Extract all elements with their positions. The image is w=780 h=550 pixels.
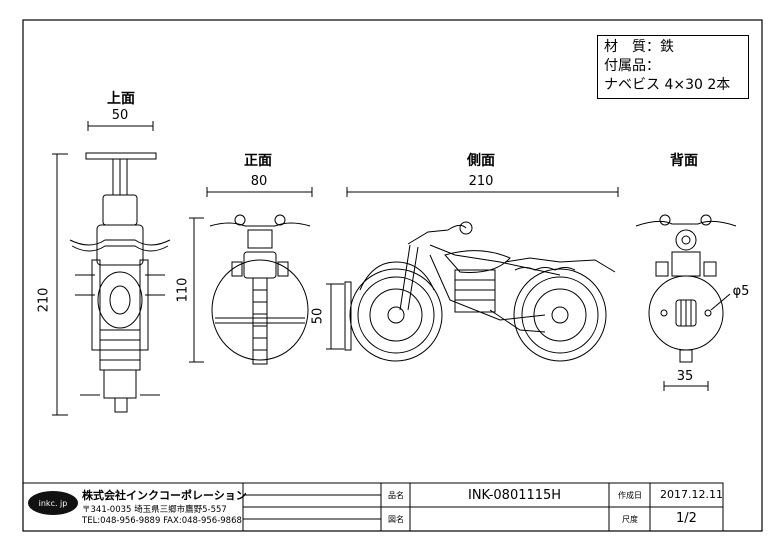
materials-box: 材 質：鉄 付属品： ナベビス 4×30 2本 <box>597 35 749 99</box>
front-width-dim: 80 <box>250 174 268 189</box>
top-width-dim: 50 <box>111 108 129 123</box>
top-view-chain <box>91 259 149 371</box>
side-height-dim: 50 <box>310 307 326 325</box>
scale-label: 尺度 <box>622 515 638 524</box>
top-view <box>52 121 171 416</box>
screw-line: ナベビス 4×30 2本 <box>604 77 731 93</box>
front-height-dim: 110 <box>175 277 191 303</box>
side-width-dim: 210 <box>468 174 494 189</box>
material-line: 材 質：鉄 <box>604 39 674 55</box>
company-name: 株式会社インクコーポレーション <box>82 489 247 502</box>
title-block <box>22 482 724 532</box>
top-height-dim: 210 <box>36 287 52 313</box>
side-rear-wheel <box>513 268 607 362</box>
back-hole-dim: φ5 <box>732 284 750 299</box>
back-view <box>635 214 737 391</box>
scale-value: 1/2 <box>676 511 697 526</box>
side-front-wheel <box>349 268 443 362</box>
company-address: 〒341-0035 埼玉県三郷市鷹野5-557 <box>82 505 227 515</box>
side-view <box>326 187 619 362</box>
side-view-title: 側面 <box>467 153 495 169</box>
drawing-label: 図名 <box>388 515 404 524</box>
back-view-title: 背面 <box>670 153 698 169</box>
name-value: INK-0801115H <box>468 488 562 503</box>
name-label: 品名 <box>388 491 404 500</box>
front-view-title: 正面 <box>244 153 272 169</box>
accessory-line: 付属品： <box>604 58 660 74</box>
front-view <box>189 187 313 365</box>
date-value: 2017.12.11 <box>660 488 723 501</box>
company-logo: inkc. jp <box>28 491 78 515</box>
company-contact: TEL:048-956-9889 FAX:048-956-9868 <box>82 516 242 526</box>
date-label: 作成日 <box>618 491 642 500</box>
back-width-dim: 35 <box>676 369 694 384</box>
top-view-title: 上面 <box>107 91 135 107</box>
